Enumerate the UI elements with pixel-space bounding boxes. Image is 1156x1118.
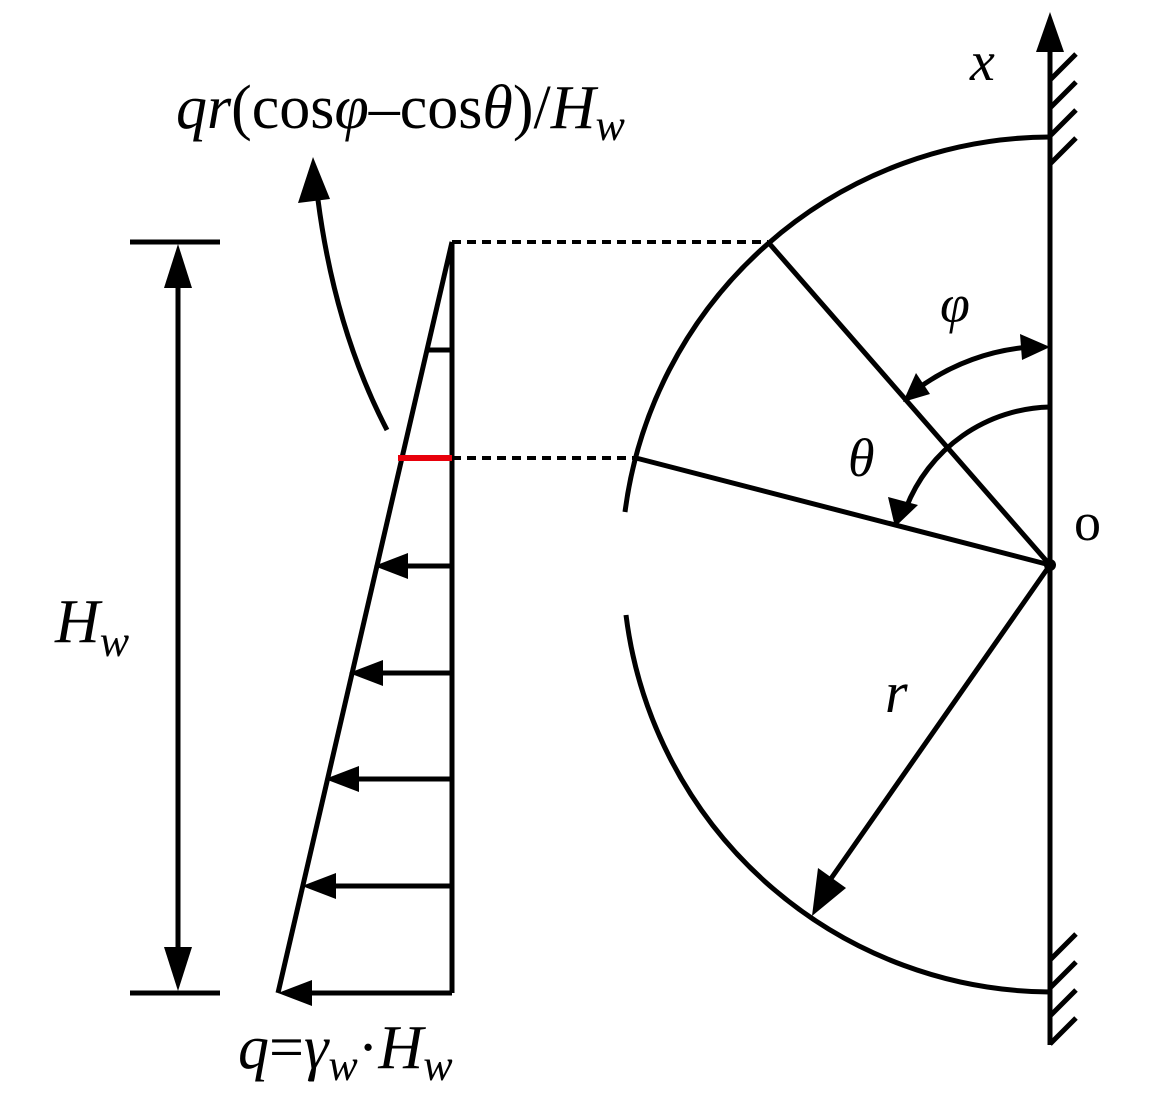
radius-r-arrowhead	[812, 868, 846, 916]
radius-theta	[635, 455, 1051, 568]
phi-arc	[918, 344, 1031, 390]
dimension-label: Hw	[54, 588, 130, 666]
arch	[622, 134, 1051, 995]
top-formula: qr(cosφ–cosθ)/Hw	[176, 74, 626, 150]
load-arrows	[278, 553, 452, 1006]
angle-theta: θ	[848, 404, 1051, 527]
radius-r	[827, 563, 1053, 882]
axis-arrowhead	[1036, 12, 1064, 52]
top-fixed-support	[1048, 52, 1078, 166]
projection-lines	[452, 240, 768, 460]
radius-label: r	[885, 660, 908, 725]
dimension-arrowhead-bottom	[164, 947, 192, 991]
dimension-Hw: Hw	[54, 239, 220, 996]
radius-phi	[766, 240, 1052, 567]
callout-arrow	[298, 157, 390, 432]
bottom-formula: q=γw·Hw	[238, 1014, 453, 1090]
x-axis-label: x	[969, 31, 995, 93]
phi-arrowhead-right	[1020, 334, 1050, 360]
origin-point	[1044, 559, 1056, 571]
callout-arrowhead	[298, 157, 330, 203]
triangle-hypotenuse	[275, 241, 455, 994]
phi-label: φ	[940, 274, 970, 334]
theta-arrowhead	[888, 497, 918, 527]
bottom-fixed-support	[1048, 932, 1078, 1046]
theta-label: θ	[848, 428, 875, 488]
origin-label: o	[1074, 492, 1101, 552]
radii: o r	[635, 240, 1101, 916]
angle-phi: φ	[903, 274, 1050, 402]
theta-arc	[903, 404, 1051, 509]
arch-lower	[623, 614, 1051, 995]
x-axis: x	[969, 12, 1064, 1045]
callout-curve	[315, 199, 390, 432]
dimension-arrowhead-top	[164, 244, 192, 288]
pressure-triangle	[275, 241, 455, 994]
phi-arrowhead-left	[903, 373, 930, 402]
